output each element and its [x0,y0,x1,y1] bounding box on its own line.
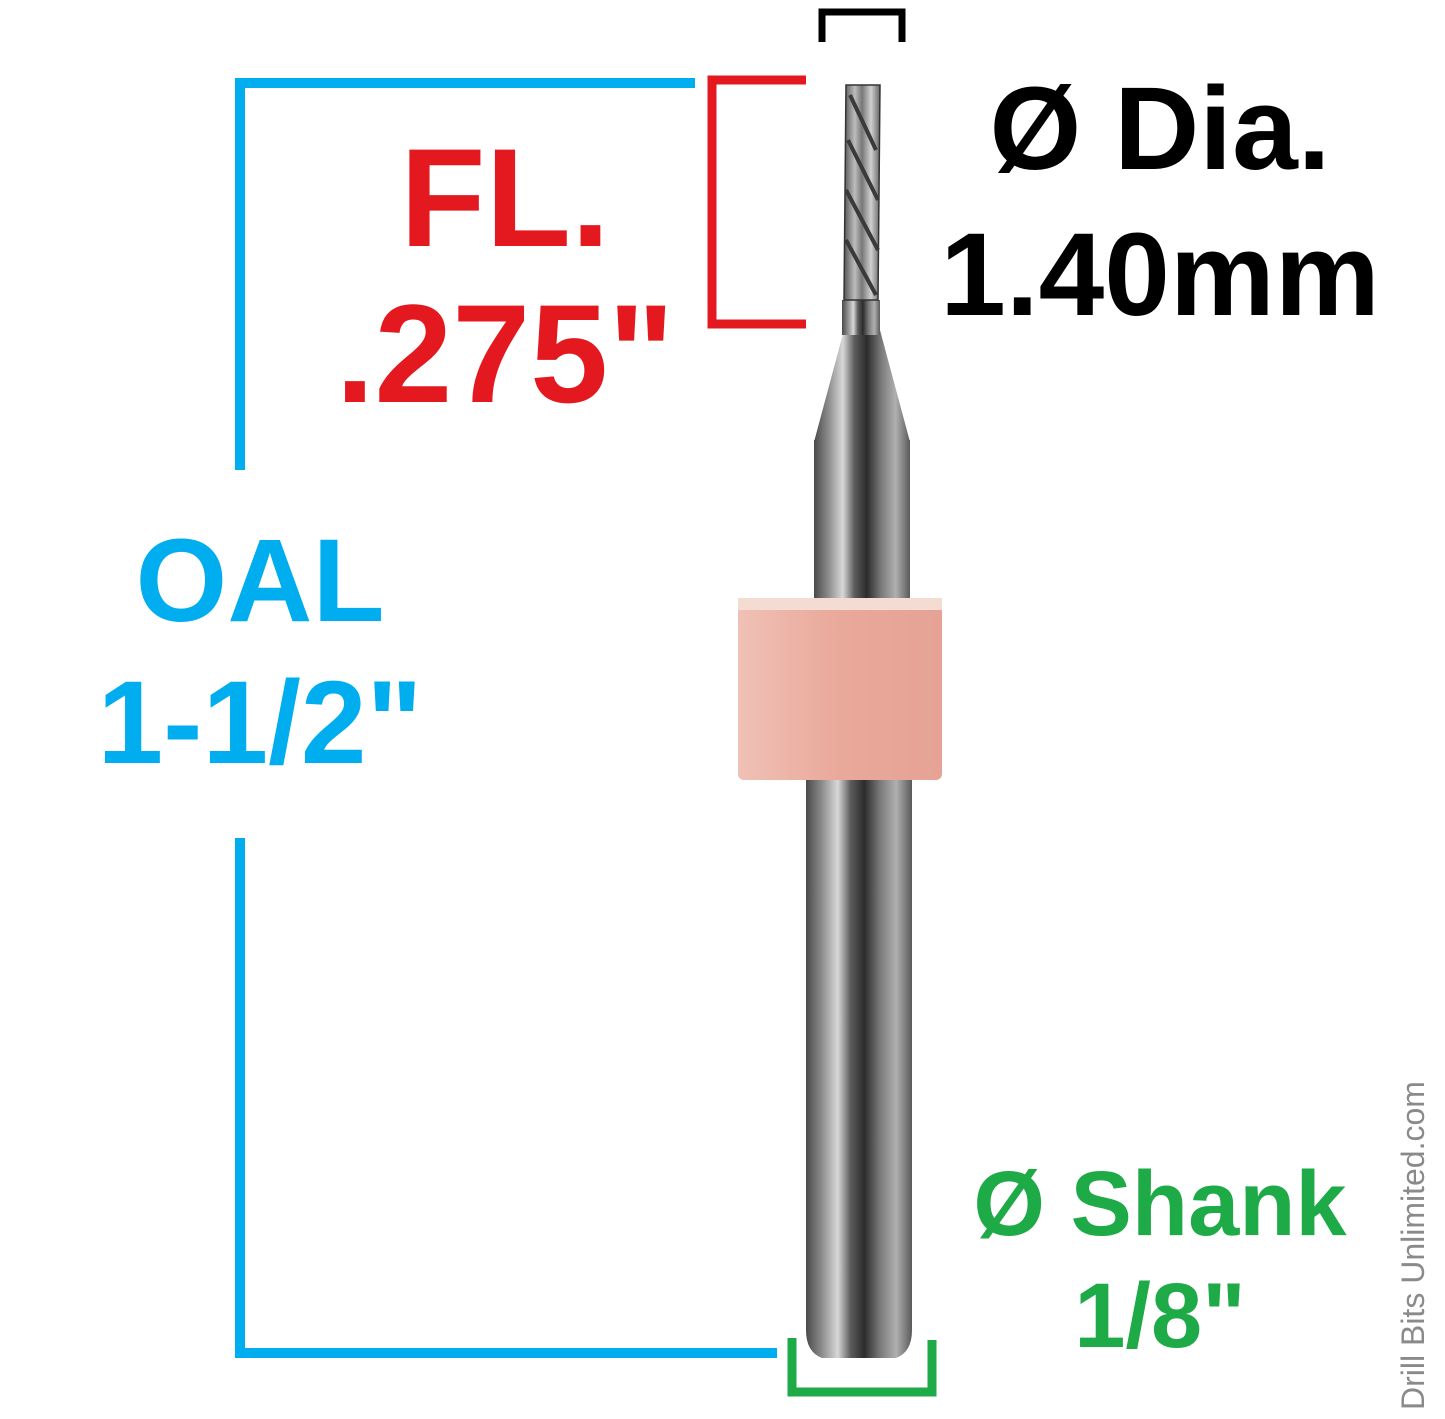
flute-length-name: FL. [400,119,610,276]
oal-label: OAL 1-1/2" [70,522,450,782]
oal-value: 1-1/2" [97,657,423,789]
shank-value: 1/8" [1074,1265,1246,1367]
diameter-name: Ø Dia. [989,63,1331,195]
flute-length-value: .275" [335,275,675,432]
shank-label: Ø Shank 1/8" [930,1158,1390,1362]
shank-body [806,780,912,1358]
oal-name: OAL [135,515,385,647]
shank-name: Ø Shank [973,1153,1347,1255]
diameter-value: 1.40mm [940,209,1380,341]
diameter-label: Ø Dia. 1.40mm [925,70,1395,334]
watermark: Drill Bits Unlimited.com [1395,1081,1431,1410]
flute-length-label: FL. .275" [300,128,710,424]
